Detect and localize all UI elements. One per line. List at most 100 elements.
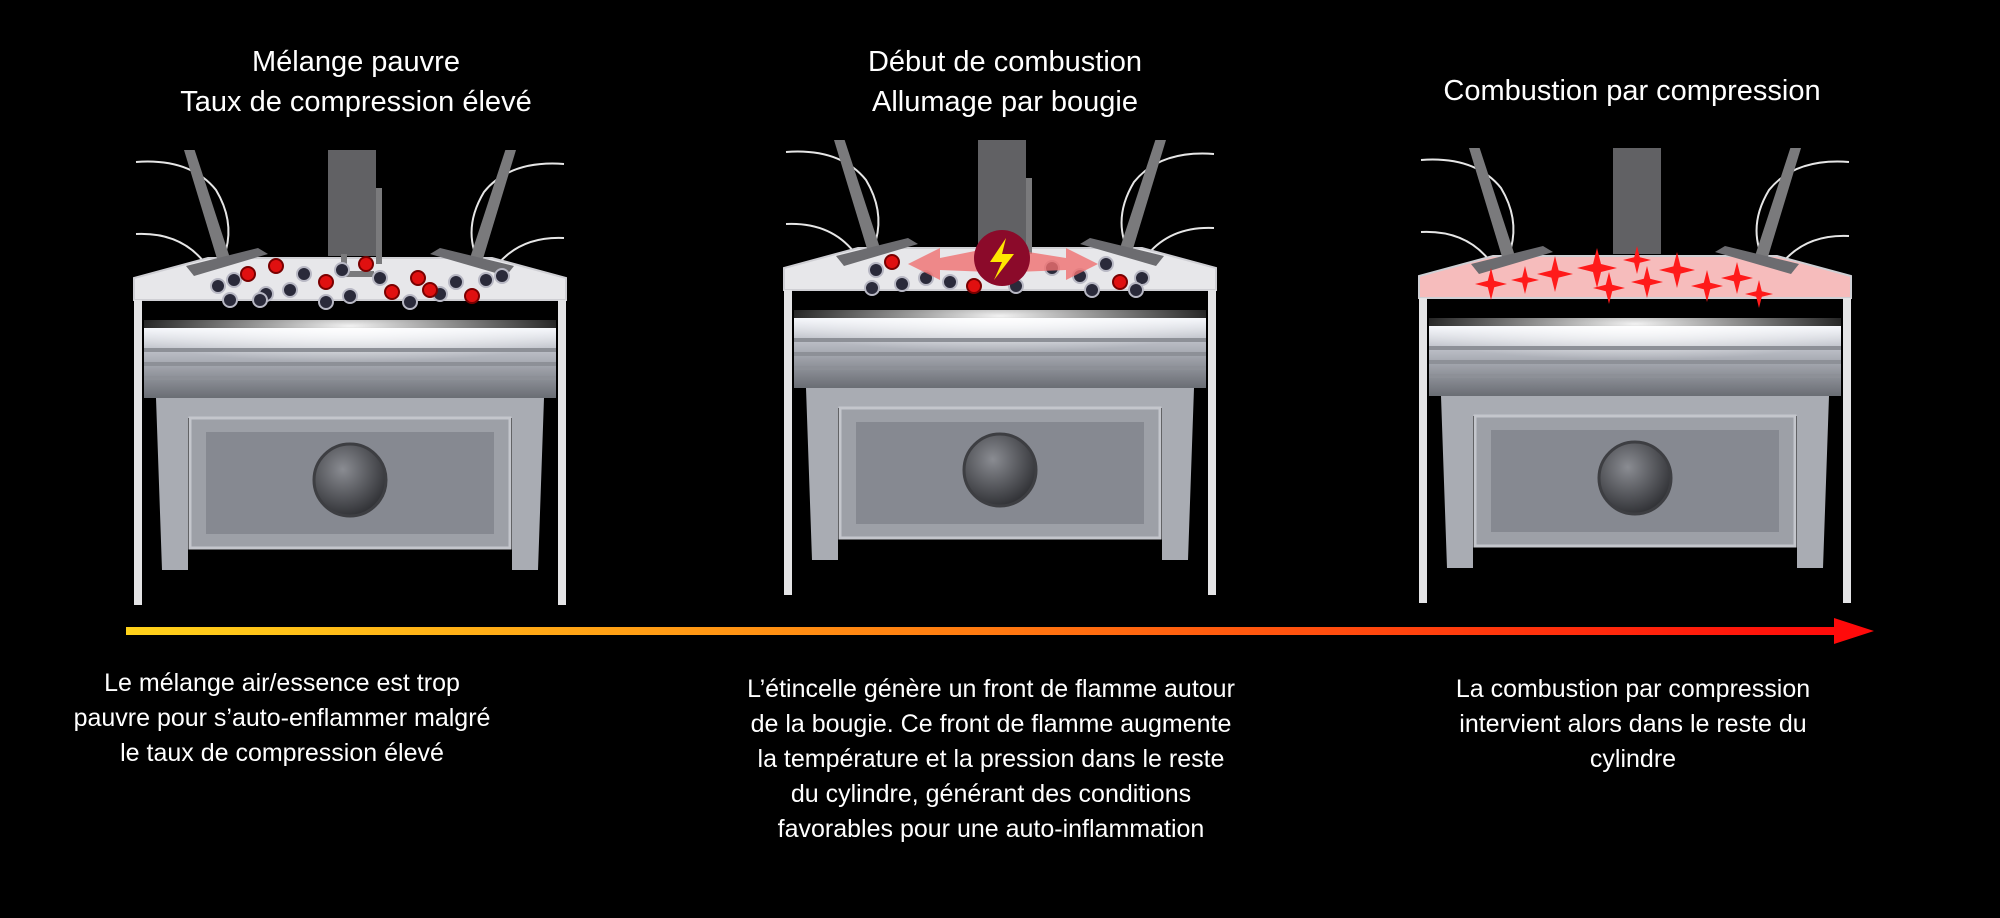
panel-2-title-line-1: Début de combustion: [867, 46, 1143, 78]
cylinder-wall-right: [1843, 298, 1851, 603]
piston-pin: [312, 442, 388, 518]
intake-valve-head: [836, 238, 918, 266]
spark-plug-electrode: [1026, 178, 1032, 254]
piston-pin: [962, 432, 1038, 508]
airflow-line: [135, 160, 230, 251]
piston-pin: [1597, 440, 1673, 516]
air-particle: [1098, 256, 1114, 272]
fuel-particle: [884, 254, 900, 270]
airflow-line: [1120, 152, 1215, 241]
airflow-line: [1755, 160, 1850, 249]
air-particle: [342, 288, 358, 304]
fuel-particle: [240, 266, 256, 282]
flame-front-arrow-right: [1016, 248, 1098, 280]
piston-ring: [1429, 360, 1841, 364]
panel-1-title: Mélange pauvre Taux de compression élevé: [46, 42, 666, 122]
piston-diagram-spark-ignition: [783, 140, 1217, 595]
panel-2-caption: L’étincelle génère un front de flamme au…: [747, 675, 1235, 843]
cylinder-wall-left: [134, 300, 142, 605]
intake-valve-head: [1471, 246, 1553, 274]
air-particle: [494, 268, 510, 284]
air-particle: [402, 294, 418, 310]
piston-ring: [144, 348, 556, 352]
flame-star-icon: [1659, 252, 1695, 288]
air-particle: [334, 262, 350, 278]
exhaust-valve: [1755, 148, 1801, 260]
exhaust-valve: [1120, 140, 1166, 252]
cylinder-wall-left: [784, 290, 792, 595]
air-particle: [222, 292, 238, 308]
fuel-particle: [268, 258, 284, 274]
piston-ring: [794, 352, 1206, 356]
air-particle: [894, 276, 910, 292]
panel-2-title: Début de combustion Allumage par bougie: [695, 42, 1315, 122]
fuel-particle: [966, 278, 982, 294]
airflow-line: [785, 150, 880, 241]
panel-1-caption: Le mélange air/essence est trop pauvre p…: [73, 669, 491, 767]
arrow-shaft: [126, 627, 1841, 635]
piston-ring: [794, 366, 1206, 370]
fuel-particle: [1112, 274, 1128, 290]
air-particle: [318, 294, 334, 310]
cylinder-wall-right: [558, 300, 566, 605]
air-particle: [282, 282, 298, 298]
intake-valve-head: [186, 248, 268, 276]
progression-arrow: [126, 618, 1874, 644]
panel-3-title: Combustion par compression: [1322, 71, 1942, 111]
fuel-particle: [318, 274, 334, 290]
flame-front-arrow-left: [908, 248, 990, 280]
arrow-head: [1834, 618, 1874, 644]
flame-star-icon: [1537, 256, 1573, 292]
intake-valve: [1469, 148, 1515, 260]
panel-2-title-line-2: Allumage par bougie: [871, 86, 1138, 118]
fuel-particle: [422, 282, 438, 298]
flame-star-icon: [1475, 268, 1507, 300]
lightning-icon: [990, 238, 1014, 280]
spark-plug: [978, 140, 1026, 246]
air-particle: [868, 262, 884, 278]
cylinder-wall-right: [1208, 290, 1216, 595]
piston-ring: [1429, 346, 1841, 350]
piston-ring: [144, 362, 556, 366]
panel-3-caption: La combustion par compression intervient…: [1455, 675, 1811, 773]
flame-star-icon: [1577, 248, 1617, 288]
intake-valve: [184, 150, 230, 262]
cylinder-wall-left: [1419, 298, 1427, 603]
flame-star-icon: [1511, 266, 1539, 294]
air-particle: [478, 272, 494, 288]
air-particle: [1128, 282, 1144, 298]
panel-1-title-line-1: Mélange pauvre: [252, 46, 460, 78]
spark-plug: [328, 150, 376, 256]
piston-diagram-compression-ignition: [1418, 148, 1852, 603]
panel-1-title-line-2: Taux de compression élevé: [180, 86, 532, 118]
air-particle: [448, 274, 464, 290]
flame-star-icon: [1691, 270, 1723, 302]
piston-ring: [1429, 374, 1841, 378]
flame-star-icon: [1593, 272, 1625, 304]
air-particle: [210, 278, 226, 294]
exhaust-valve-head: [430, 248, 514, 276]
exhaust-valve: [470, 150, 516, 262]
air-particle: [252, 292, 268, 308]
spark-plug: [1613, 148, 1661, 254]
spark-plug-electrode: [376, 188, 382, 264]
air-particle: [942, 274, 958, 290]
air-particle: [1084, 282, 1100, 298]
piston-skirt: [1441, 396, 1829, 568]
exhaust-valve-head: [1715, 246, 1799, 274]
piston-ring: [794, 338, 1206, 342]
fuel-particle: [464, 288, 480, 304]
exhaust-valve-head: [1080, 238, 1164, 266]
flame-star-icon: [1631, 266, 1663, 298]
fuel-particle: [358, 256, 374, 272]
piston-diagram-lean-mixture: [133, 150, 567, 605]
airflow-line: [470, 162, 565, 251]
flame-star-icon: [1745, 280, 1773, 308]
air-particle: [864, 280, 880, 296]
piston-skirt: [156, 398, 544, 570]
air-particle: [372, 270, 388, 286]
flame-star-icon: [1623, 246, 1651, 274]
air-particle: [296, 266, 312, 282]
air-particle: [226, 272, 242, 288]
airflow-line: [1420, 158, 1515, 249]
